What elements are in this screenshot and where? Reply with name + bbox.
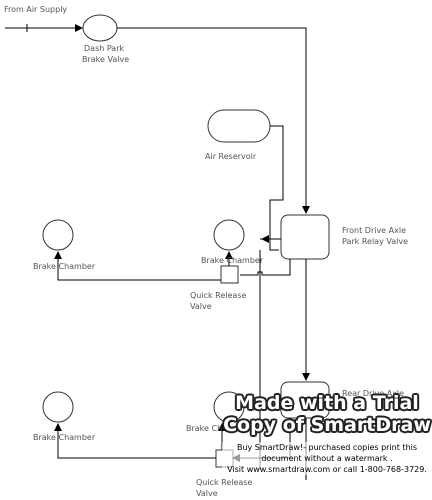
quick-release-top-label-1: Quick Release xyxy=(190,291,247,300)
relay-to-quick-release-top xyxy=(240,259,291,276)
reservoir-to-relay xyxy=(269,125,284,251)
air-reservoir-label: Air Reservoir xyxy=(205,152,257,161)
front-drive-axle-relay-valve xyxy=(280,214,330,260)
connections xyxy=(5,24,310,480)
brake-chamber-bottom-left-label: Brake Chamber xyxy=(33,433,96,442)
front-relay-label-1: Front Drive Axle xyxy=(342,226,406,235)
brake-chamber-top-mid-label: Brake Chamber xyxy=(201,256,264,265)
brake-chamber-bottom-left xyxy=(42,391,74,423)
dash-valve-label-2: Brake Valve xyxy=(82,55,130,64)
watermark-line-4: document without a watermark . xyxy=(222,453,432,464)
air-supply-label: From Air Supply xyxy=(4,5,68,14)
dash-valve-label-1: Dash Park xyxy=(84,44,125,53)
brake-chamber-top-left-label: Brake Chamber xyxy=(33,262,96,271)
brake-chamber-top-left xyxy=(42,219,74,251)
quick-release-top-label-2: Valve xyxy=(190,302,212,311)
quick-release-bottom-label-2: Valve xyxy=(196,489,218,498)
watermark-line-2: Copy of SmartDraw xyxy=(223,414,431,436)
quick-release-valve-top xyxy=(220,265,239,284)
dash-park-brake-valve xyxy=(82,14,118,42)
rear-drive-axle-relay-valve xyxy=(280,381,330,419)
quick-release-to-left-chamber-bottom xyxy=(54,423,216,459)
watermark-line-1: Made with a Trial xyxy=(235,392,419,414)
rear-relay-label: Rear Drive Axle xyxy=(342,389,405,398)
quick-release-to-left-chamber-top xyxy=(54,251,221,281)
air-reservoir-tank xyxy=(207,109,271,143)
brake-chamber-bottom-mid xyxy=(213,391,245,423)
watermark-line-3: Buy SmartDraw!- purchased copies print t… xyxy=(222,442,432,453)
dash-to-front-relay xyxy=(117,27,310,214)
watermark-line-5: Visit www.smartdraw.com or call 1-800-76… xyxy=(222,464,432,475)
front-relay-label-2: Park Relay Valve xyxy=(342,237,408,246)
quick-release-bottom-label-1: Quick Release xyxy=(196,478,253,487)
brake-chamber-top-mid xyxy=(213,219,245,251)
brake-chamber-bottom-mid-label: Brake Ch xyxy=(186,424,223,433)
